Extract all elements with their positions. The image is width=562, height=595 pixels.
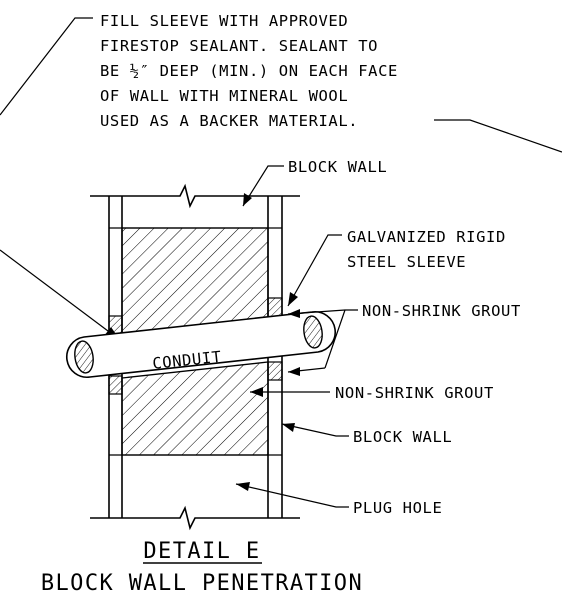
block-wall-top-label: BLOCK WALL <box>288 158 387 176</box>
block-wall-bottom-leader <box>281 423 349 437</box>
firestop-leader-left <box>0 17 93 116</box>
plug-hole-label: PLUG HOLE <box>353 499 442 517</box>
firestop-note-line-5: USED AS A BACKER MATERIAL. <box>100 112 358 130</box>
grout-lower-right <box>267 361 283 381</box>
break-line-bottom <box>90 505 300 531</box>
detail-subtitle: BLOCK WALL PENETRATION <box>41 571 363 595</box>
block-wall-top-leader <box>242 165 284 207</box>
firestop-note-line-3: BE ½″ DEEP (MIN.) ON EACH FACE <box>100 62 398 80</box>
conduit: CONDUIT <box>66 310 336 379</box>
grout-upper-leader-lower <box>324 309 346 369</box>
sleeve-leader <box>287 234 342 307</box>
firestop-arrow-line <box>0 249 121 341</box>
grout-upper-arrow-lower <box>288 367 300 376</box>
break-line-top <box>90 183 300 209</box>
grout-lower-left <box>108 375 123 395</box>
block-wall-top-arrow <box>243 193 252 206</box>
grout-lower-label: NON-SHRINK GROUT <box>335 384 494 402</box>
sleeve-hatch-upper <box>121 227 269 335</box>
sleeve-arrow <box>288 292 298 306</box>
firestop-note: FILL SLEEVE WITH APPROVED FIRESTOP SEALA… <box>100 12 398 130</box>
plug-hole-leader <box>235 483 349 508</box>
block-wall-bottom-arrow <box>282 423 295 432</box>
firestop-leader-right <box>434 119 562 153</box>
firestop-note-line-2: FIRESTOP SEALANT. SEALANT TO <box>100 37 378 55</box>
firestop-note-line-1: FILL SLEEVE WITH APPROVED <box>100 12 348 30</box>
firestop-note-line-4: OF WALL WITH MINERAL WOOL <box>100 87 348 105</box>
sleeve-hatch-lower <box>121 361 269 456</box>
grout-upper-label: NON-SHRINK GROUT <box>362 302 521 320</box>
detail-title: DETAIL E <box>143 539 260 564</box>
plug-hole-arrow <box>236 482 250 491</box>
conduit-body <box>66 310 336 379</box>
sleeve-label-line-1: GALVANIZED RIGID <box>347 228 506 246</box>
block-wall-bottom-label: BLOCK WALL <box>353 428 452 446</box>
grout-upper-right <box>267 297 283 318</box>
grout-upper-arrow-right <box>288 309 300 318</box>
conduit-end-left <box>74 340 94 374</box>
grout-upper-left <box>108 315 123 335</box>
grout-lower-arrow <box>250 387 263 397</box>
sleeve-label-line-2: STEEL SLEEVE <box>347 253 466 271</box>
conduit-end-right <box>303 315 323 349</box>
